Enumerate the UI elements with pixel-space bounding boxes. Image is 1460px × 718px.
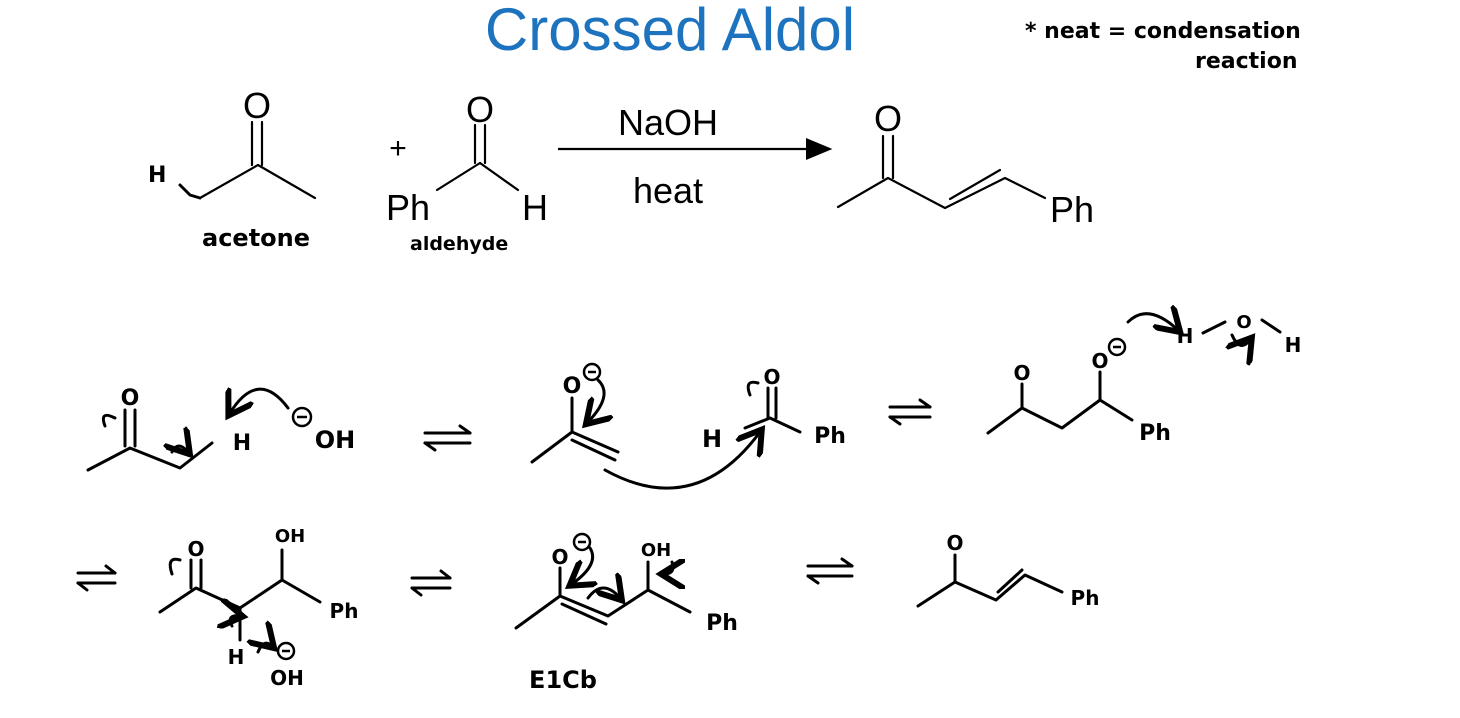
- step3-phenyl: Ph: [1139, 421, 1171, 446]
- step2-oxygen: O: [563, 374, 582, 399]
- equilibrium-arrow-2: [888, 398, 932, 426]
- aldehyde-hydrogen: H: [522, 187, 548, 228]
- mechanism-step-enone-product: O Ph: [916, 531, 1100, 610]
- equilibrium-arrow-3: [76, 564, 117, 592]
- step2-phenyl: Ph: [814, 424, 846, 449]
- step5-phenyl: Ph: [706, 611, 738, 636]
- step3-ketone-oxygen: O: [1013, 361, 1030, 385]
- aldehyde-phenyl: Ph: [386, 187, 430, 228]
- acetone-alpha-h: H: [148, 163, 166, 188]
- condition-heat: heat: [633, 170, 703, 211]
- e1cb-label: E1Cb: [529, 666, 597, 694]
- benzaldehyde-structure: O Ph H aldehyde: [386, 89, 548, 255]
- step4-phenyl: Ph: [330, 599, 359, 623]
- reagent-naoh: NaOH: [618, 102, 718, 143]
- mechanism-step-aldol-adduct: O OH Ph H OH: [158, 526, 359, 690]
- aldehyde-label: aldehyde: [410, 233, 508, 255]
- mechanism-step-enolate-attack: O O H Ph: [530, 362, 846, 490]
- mechanism-step-deprotonation: O H OH: [86, 386, 356, 472]
- product-oxygen: O: [874, 98, 902, 139]
- equilibrium-arrow-5: [806, 557, 854, 585]
- step5-oxygen: O: [551, 545, 568, 569]
- step1-oxygen: O: [121, 386, 140, 411]
- slide-title: Crossed Aldol: [485, 0, 855, 63]
- product-phenyl: Ph: [1050, 189, 1094, 230]
- enone-product-structure: O Ph: [836, 98, 1094, 230]
- acetone-oxygen: O: [243, 85, 271, 126]
- acetone-label: acetone: [202, 224, 310, 252]
- equilibrium-arrow-1: [423, 424, 472, 452]
- step5-hydroxyl: OH: [641, 540, 671, 561]
- mechanism-step-e1cb: O OH Ph E1Cb: [514, 532, 738, 694]
- step3-water-h1: H: [1177, 324, 1194, 348]
- step4-hydroxyl: OH: [275, 526, 305, 547]
- step6-oxygen: O: [946, 531, 963, 555]
- step4-hydroxide: OH: [270, 666, 304, 690]
- mechanism-step-alkoxide: O O Ph H O H: [986, 312, 1302, 446]
- step3-water-oxygen: O: [1236, 312, 1251, 333]
- heat-note-line-2: reaction: [1195, 49, 1298, 74]
- heat-note-line-1: * neat = condensation: [1025, 19, 1301, 44]
- step6-phenyl: Ph: [1071, 586, 1100, 610]
- aldehyde-oxygen: O: [466, 89, 494, 130]
- reaction-arrow: NaOH heat: [558, 102, 833, 211]
- step4-oxygen: O: [187, 537, 204, 561]
- step3-alkoxide-oxygen: O: [1091, 349, 1108, 373]
- equilibrium-arrow-4: [410, 569, 452, 597]
- step4-alpha-h: H: [228, 645, 245, 669]
- step2-hydrogen: H: [702, 425, 722, 453]
- step1-hydrogen: H: [233, 431, 251, 456]
- step1-hydroxide: OH: [315, 426, 356, 454]
- acetone-structure: O H acetone: [148, 85, 317, 252]
- plus-sign: +: [389, 132, 407, 165]
- step3-water-h2: H: [1285, 333, 1302, 357]
- step2-aldehyde-oxygen: O: [763, 365, 780, 389]
